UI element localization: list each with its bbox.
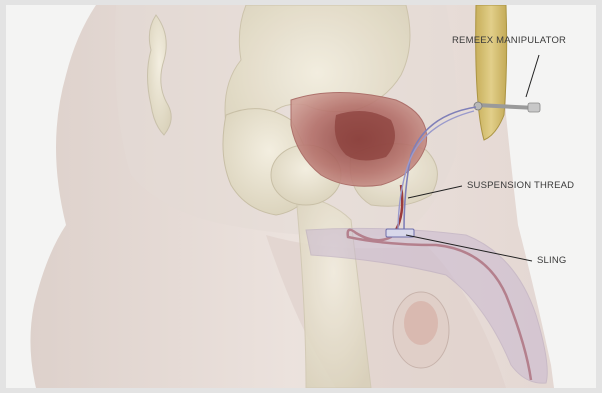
manipulator-joint	[474, 102, 482, 110]
manipulator-cap	[528, 103, 540, 112]
testis-inner	[404, 301, 438, 345]
manipulator-label: REMEEX MANIPULATOR	[452, 36, 566, 46]
anatomical-illustration: REMEEX MANIPULATOR SUSPENSION THREAD SLI…	[6, 5, 596, 388]
anatomy-drawing	[6, 5, 596, 388]
sling-label: SLING	[537, 256, 567, 266]
suspension-thread-label: SUSPENSION THREAD	[467, 181, 574, 191]
manipulator-housing	[476, 5, 507, 140]
